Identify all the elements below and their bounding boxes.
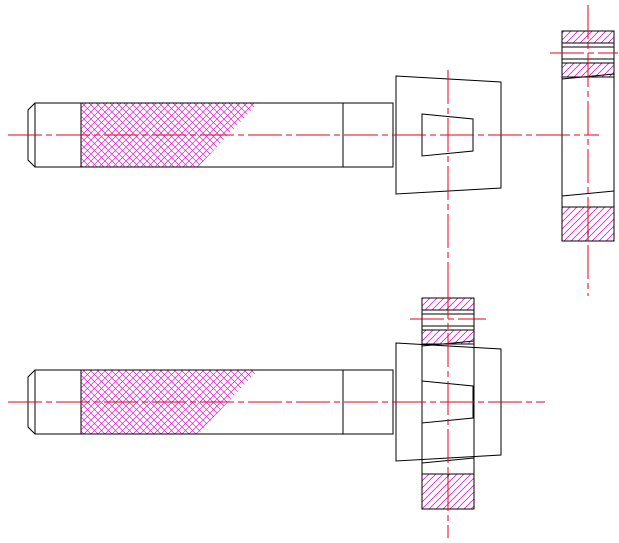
bottom-centerlines (8, 285, 545, 538)
top-tapered-hub (395, 75, 502, 195)
top-hub-outline (395, 75, 502, 195)
top-view (8, 5, 618, 298)
bottom-view (8, 285, 545, 538)
bottom-hub-outline (395, 342, 502, 462)
top-ring-taper-bottom (561, 190, 615, 197)
top-centerlines (8, 5, 618, 298)
top-hub-bore (421, 113, 474, 157)
top-ring-outline (561, 30, 615, 242)
